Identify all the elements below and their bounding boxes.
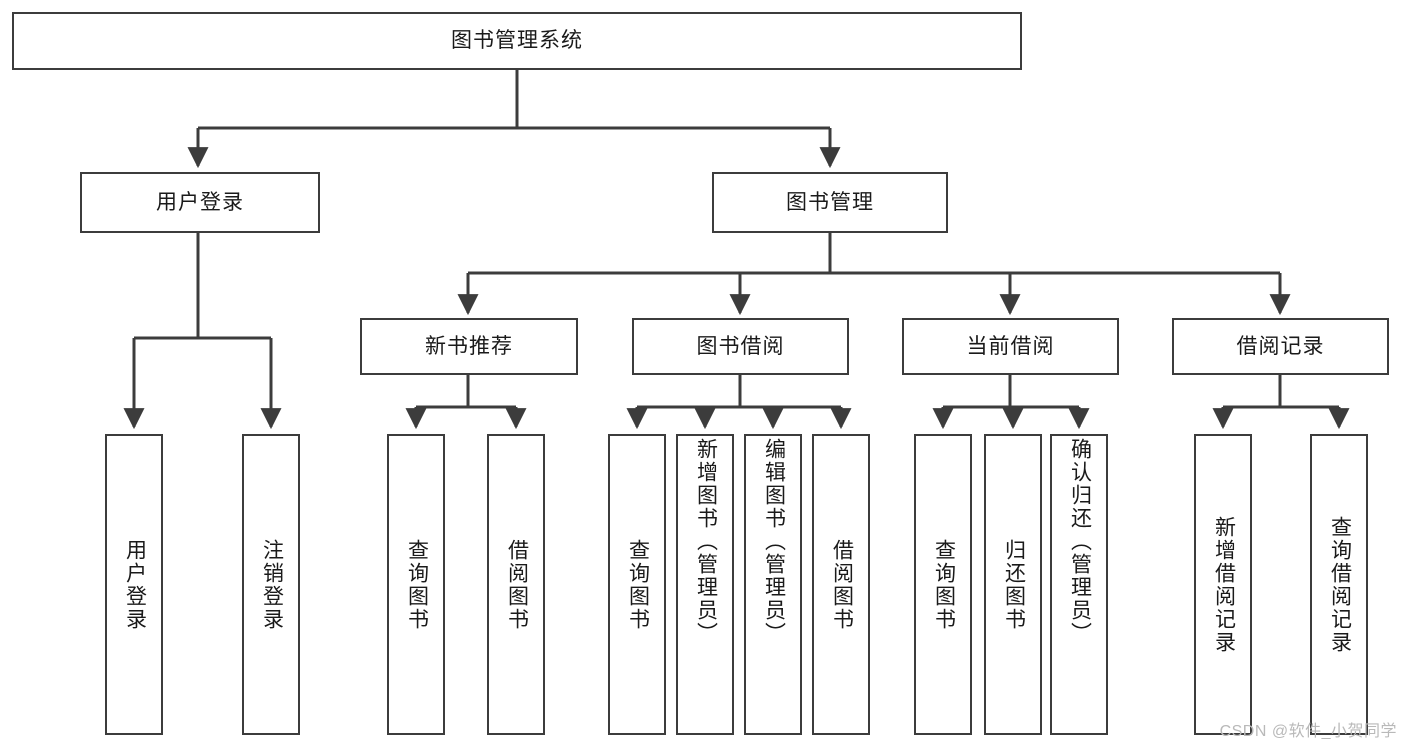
node-book-borrow[interactable]: 图书借阅 [632,318,849,375]
node-leaf-add-book[interactable]: 新增图书（管理员） [676,434,734,735]
node-new-book-rec[interactable]: 新书推荐 [360,318,578,375]
node-leaf-borrow-book-1-label: 借阅图书 [505,538,529,631]
node-user-login[interactable]: 用户登录 [80,172,320,233]
node-leaf-user-login[interactable]: 用户登录 [105,434,163,735]
node-borrow-record[interactable]: 借阅记录 [1172,318,1389,375]
node-leaf-query-book-1[interactable]: 查询图书 [387,434,445,735]
node-leaf-logout-label: 注销登录 [260,538,284,631]
node-leaf-borrow-book-1[interactable]: 借阅图书 [487,434,545,735]
node-root[interactable]: 图书管理系统 [12,12,1022,70]
node-leaf-edit-book-label: 编辑图书（管理员） [762,438,786,645]
node-book-borrow-label: 图书借阅 [696,334,785,358]
watermark: CSDN @软件_小贺同学 [1219,723,1397,740]
node-leaf-query-book-1-label: 查询图书 [405,538,429,631]
node-leaf-borrow-book-2[interactable]: 借阅图书 [812,434,870,735]
node-current-borrow[interactable]: 当前借阅 [902,318,1119,375]
node-leaf-query-book-3-label: 查询图书 [932,538,956,631]
node-leaf-confirm-return[interactable]: 确认归还（管理员） [1050,434,1108,735]
node-leaf-add-record-label: 新增借阅记录 [1212,515,1236,654]
node-book-manage[interactable]: 图书管理 [712,172,948,233]
node-leaf-add-book-label: 新增图书（管理员） [694,438,718,645]
node-leaf-add-record[interactable]: 新增借阅记录 [1194,434,1252,735]
node-leaf-query-book-2-label: 查询图书 [626,538,650,631]
node-leaf-query-book-3[interactable]: 查询图书 [914,434,972,735]
node-leaf-user-login-label: 用户登录 [123,538,147,631]
node-leaf-query-book-2[interactable]: 查询图书 [608,434,666,735]
node-leaf-query-record[interactable]: 查询借阅记录 [1310,434,1368,735]
node-new-book-rec-label: 新书推荐 [425,334,513,358]
node-leaf-edit-book[interactable]: 编辑图书（管理员） [744,434,802,735]
node-leaf-confirm-return-label: 确认归还（管理员） [1068,438,1092,645]
node-user-login-label: 用户登录 [156,190,244,214]
node-leaf-logout[interactable]: 注销登录 [242,434,300,735]
node-book-manage-label: 图书管理 [786,190,874,214]
node-leaf-query-record-label: 查询借阅记录 [1328,515,1352,654]
node-leaf-return-book-label: 归还图书 [1002,538,1026,631]
node-borrow-record-label: 借阅记录 [1236,334,1325,358]
node-root-label: 图书管理系统 [451,29,583,53]
node-leaf-borrow-book-2-label: 借阅图书 [830,538,854,631]
node-leaf-return-book[interactable]: 归还图书 [984,434,1042,735]
node-current-borrow-label: 当前借阅 [966,334,1055,358]
